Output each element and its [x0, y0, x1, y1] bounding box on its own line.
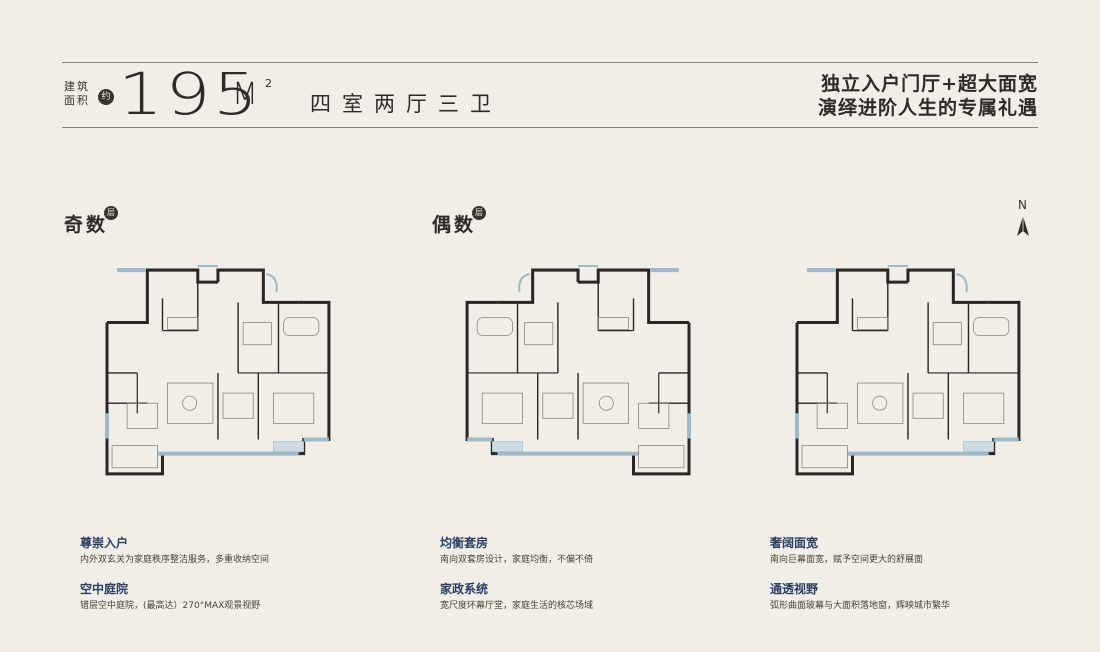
floor-plan-odd	[90, 262, 356, 494]
floor-badge-odd: 层	[104, 206, 118, 220]
feature-desc: 南向巨幕面宽，赋予空间更大的舒展面	[770, 555, 924, 565]
feature-title: 奢阔面宽	[770, 536, 819, 550]
feature-block: 通透视野 弧形曲面玻幕与大面积落地窗，辉映城市繁华	[770, 581, 950, 613]
compass-north-label: N	[1018, 198, 1027, 212]
slogan-line2: 演绎进阶人生的专属礼遇	[817, 97, 1038, 119]
feature-title: 空中庭院	[80, 582, 129, 596]
plan-title-even: 偶数	[432, 214, 477, 236]
feature-block: 均衡套房 南向双套房设计，家庭均衡，不偏不倚	[440, 535, 593, 567]
feature-desc: 宽尺度环幕厅堂，家庭生活的核芯场域	[440, 601, 594, 611]
feature-desc: 弧形曲面玻幕与大面积落地窗，辉映城市繁华	[770, 601, 951, 611]
plan-title-odd: 奇数	[64, 214, 109, 236]
feature-title: 通透视野	[770, 582, 819, 596]
feature-block: 尊崇入户 内外双玄关为家庭秩序整洁服务，多重收纳空间	[80, 535, 269, 567]
header-rule-bottom	[62, 127, 1038, 128]
feature-title: 家政系统	[440, 582, 489, 596]
feature-block: 奢阔面宽 南向巨幕面宽，赋予空间更大的舒展面	[770, 535, 923, 567]
feature-block: 家政系统 宽尺度环幕厅堂，家庭生活的核芯场域	[440, 581, 593, 613]
header-rule-top	[62, 62, 1038, 63]
feature-desc: 错层空中庭院，(最高达）270°MAX观景视野	[80, 601, 261, 611]
feature-desc: 南向双套房设计，家庭均衡，不偏不倚	[440, 555, 594, 565]
floor-badge-even: 层	[472, 206, 486, 220]
area-unit-superscript: 2	[265, 77, 272, 90]
area-label: 建筑 面积	[64, 80, 90, 108]
area-label-line2: 面积	[64, 94, 90, 107]
floor-plan-odd-alt	[770, 262, 1056, 494]
feature-title: 均衡套房	[440, 536, 489, 550]
feature-title: 尊崇入户	[80, 536, 129, 550]
floor-plan-even	[430, 262, 716, 494]
area-number: 195	[118, 60, 261, 128]
area-unit: M	[232, 77, 258, 112]
slogan-line1: 独立入户门厅+超大面宽	[821, 73, 1038, 95]
feature-block: 空中庭院 错层空中庭院，(最高达）270°MAX观景视野	[80, 581, 260, 613]
approx-badge: 约	[98, 89, 114, 105]
compass: N	[1014, 198, 1038, 244]
north-arrow-icon	[1017, 216, 1029, 236]
feature-desc: 内外双玄关为家庭秩序整洁服务，多重收纳空间	[80, 555, 270, 565]
layout-name: 四室两厅三卫	[310, 92, 502, 116]
area-label-line1: 建筑	[64, 80, 90, 93]
